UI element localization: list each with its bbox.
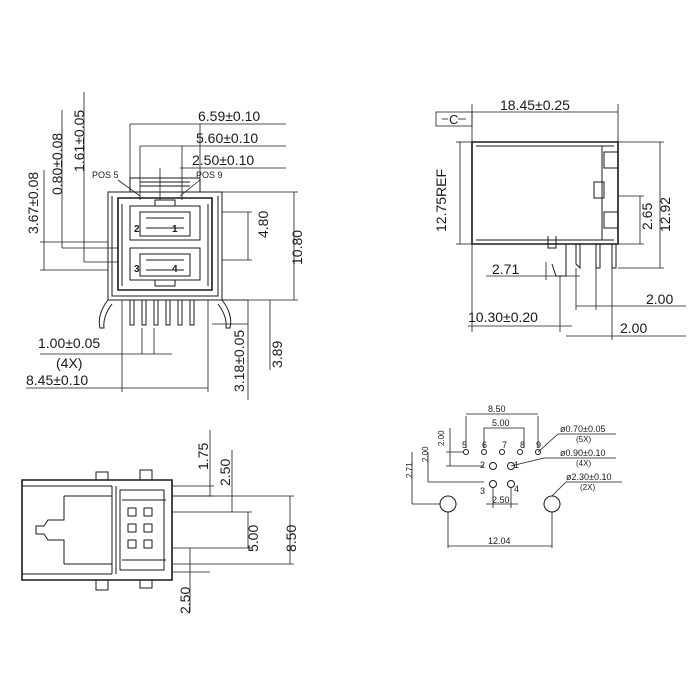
dim-0-80: 0.80±0.08 bbox=[49, 133, 65, 195]
fp-pin-4: 4 bbox=[514, 484, 519, 494]
pcb-footprint: 8.50 5.00 2.00 2.00 2.71 5 6 7 8 9 2 1 bbox=[405, 404, 622, 548]
fp-dim-12-04: 12.04 bbox=[488, 536, 511, 546]
front-pin-1: 1 bbox=[172, 224, 178, 235]
fp-dim-2-00-b: 2.00 bbox=[421, 446, 430, 462]
fp-pin-9: 9 bbox=[536, 440, 541, 450]
dim-4-80: 4.80 bbox=[255, 211, 271, 238]
dim-1-61: 1.61±0.05 bbox=[71, 110, 87, 172]
fp-pin-2: 2 bbox=[480, 460, 485, 470]
front-pin-2: 2 bbox=[134, 224, 140, 235]
fp-pin-8: 8 bbox=[520, 440, 525, 450]
dim-2-50-top: 2.50 bbox=[217, 459, 233, 486]
note-hole-mid-count: (4X) bbox=[576, 459, 591, 468]
front-pin-3: 3 bbox=[134, 264, 140, 275]
note-hole-mid: ø0.90±0.10 bbox=[560, 448, 605, 458]
dim-10-80: 10.80 bbox=[289, 230, 305, 265]
datum-c: C bbox=[449, 112, 458, 127]
side-view: 18.45±0.25 C 12.75REF 12.92 2.65 2.71 2.… bbox=[433, 97, 686, 340]
dim-2-65: 2.65 bbox=[639, 203, 655, 230]
dim-10-30: 10.30±0.20 bbox=[468, 309, 538, 325]
fp-dim-2-00-a: 2.00 bbox=[437, 430, 446, 446]
dim-5-60: 5.60±0.10 bbox=[196, 130, 258, 146]
note-hole-small: ø0.70±0.05 bbox=[560, 424, 605, 434]
fp-pin-7: 7 bbox=[502, 440, 507, 450]
dim-2-50: 2.50±0.10 bbox=[192, 152, 254, 168]
dim-8-45: 8.45±0.10 bbox=[26, 372, 88, 388]
fp-pin-6: 6 bbox=[482, 440, 487, 450]
fp-dim-8-50: 8.50 bbox=[488, 404, 506, 414]
bottom-view: 1.75 2.50 5.00 8.50 2.50 bbox=[21, 430, 299, 614]
dim-2-00-a: 2.00 bbox=[646, 291, 673, 307]
note-hole-large-count: (2X) bbox=[580, 483, 595, 492]
dim-3-18: 3.18±0.05 bbox=[231, 330, 247, 392]
front-view: 2 1 3 4 POS 5 POS 9 6.59±0.10 5.60±0.10 … bbox=[25, 92, 305, 400]
dim-8-50: 8.50 bbox=[283, 525, 299, 552]
dim-3-67: 3.67±0.08 bbox=[25, 172, 41, 234]
dim-1-00: 1.00±0.05 bbox=[38, 335, 100, 351]
pos9-label: POS 9 bbox=[196, 170, 223, 180]
fp-dim-2-50: 2.50 bbox=[492, 495, 510, 505]
fp-dim-2-71: 2.71 bbox=[405, 462, 414, 478]
dim-1-75: 1.75 bbox=[195, 443, 211, 470]
dim-18-45: 18.45±0.25 bbox=[500, 97, 570, 113]
note-hole-small-count: (5X) bbox=[576, 435, 591, 444]
dim-12-92: 12.92 bbox=[657, 197, 673, 232]
dim-2-71: 2.71 bbox=[492, 261, 519, 277]
dim-12-75-ref: 12.75REF bbox=[433, 169, 449, 232]
fp-pin-3: 3 bbox=[480, 486, 485, 496]
dim-2-50-bottom: 2.50 bbox=[177, 587, 193, 614]
fp-dim-5-00: 5.00 bbox=[492, 418, 510, 428]
dim-6-59: 6.59±0.10 bbox=[198, 108, 260, 124]
pos5-label: POS 5 bbox=[92, 170, 119, 180]
dim-5-00: 5.00 bbox=[245, 525, 261, 552]
dim-1-00-count: (4X) bbox=[56, 355, 82, 371]
front-pin-4: 4 bbox=[172, 264, 178, 275]
dim-2-00-b: 2.00 bbox=[620, 320, 647, 336]
dim-3-89: 3.89 bbox=[269, 341, 285, 368]
fp-pin-5: 5 bbox=[462, 440, 467, 450]
note-hole-large: ø2.30±0.10 bbox=[566, 472, 611, 482]
